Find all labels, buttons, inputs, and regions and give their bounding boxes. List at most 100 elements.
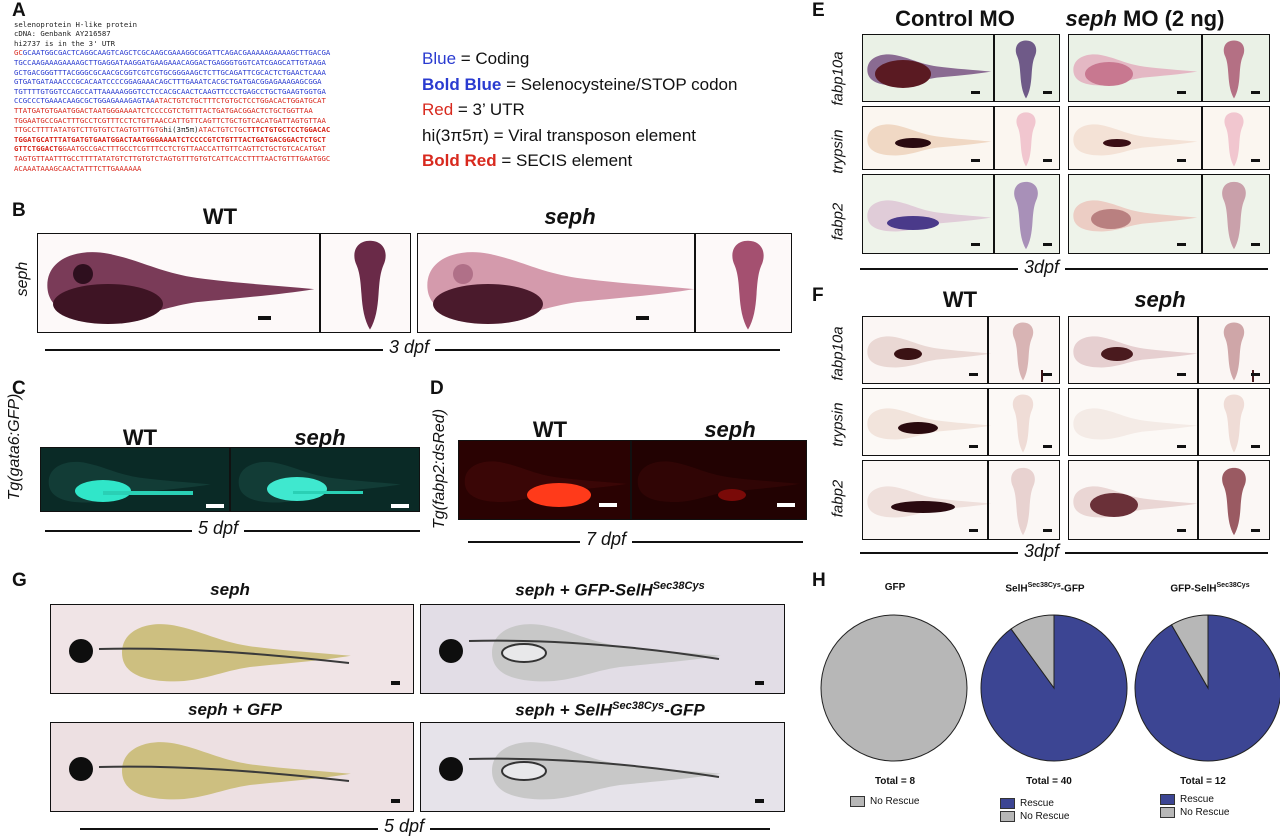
color-legend: Blue = Coding Bold Blue = Selenocysteine… <box>422 46 737 174</box>
legend-row-1: Blue = Coding <box>422 49 530 68</box>
h-total-3: Total = 12 <box>1180 776 1226 787</box>
legend-row-4: hi(3π5π) = Viral transposon element <box>422 125 697 145</box>
b-seph-side-embryo <box>418 236 698 324</box>
scale-bar <box>1177 243 1186 246</box>
g-frame-seph <box>50 604 414 694</box>
scale-bar <box>1043 91 1052 94</box>
panel-label-h: H <box>812 570 826 591</box>
panel-label-d: D <box>430 378 444 399</box>
scale-bar <box>969 373 978 376</box>
scale-bar <box>777 503 795 507</box>
scale-bar <box>1177 445 1186 448</box>
scale-bar <box>1043 529 1052 532</box>
e-stage-label: 3dpf <box>1018 257 1066 278</box>
f-wt-title: WT <box>942 287 978 312</box>
pie-slice-2-no-rescue <box>1010 614 1055 690</box>
e-ctrl-fabp10a <box>862 34 1060 102</box>
b-frame-seph <box>417 233 792 333</box>
d-seph-embryo <box>632 443 802 518</box>
d-frame-wt <box>458 440 631 520</box>
b-frame-wt <box>37 233 411 333</box>
pie-slice-1-no-rescue <box>820 614 968 762</box>
e-control-title: Control MO <box>895 6 1015 31</box>
scale-bar <box>1177 529 1186 532</box>
legend-row-3: Red = 3’ UTR <box>422 100 525 119</box>
d-frame-seph <box>631 440 807 520</box>
scale-bar <box>599 503 617 507</box>
scale-bar <box>636 316 649 320</box>
seq-blue-6: CCGCCCTGAAACAAGCGCTGGAGAAAGAGTAA <box>14 96 155 106</box>
f-seph-trypsin <box>1068 388 1270 456</box>
d-wt-title: WT <box>532 417 568 442</box>
f-row-label-1: fabp10a <box>829 326 847 381</box>
seq-blue-4: GTGATGATAAACCCGCACAATCCCCGGAGAAACAGCTTTG… <box>14 77 322 87</box>
seq-red-3: TGGAATGCCGACTTTGCCTCGTTTCCTCTGTTAACCATTG… <box>14 115 326 125</box>
e-mo-fabp2 <box>1068 174 1270 254</box>
scale-bar <box>258 316 271 320</box>
c-transgene-label: Tg(gata6:GFP) <box>6 393 23 501</box>
seq-red-9: GAATGCCGACTTTGCCTCGTTTCCTCTGTTAACCATTGTT… <box>62 144 326 154</box>
legend-row-5: Bold Red = SECIS element <box>422 151 633 170</box>
scale-bar <box>391 681 400 685</box>
d-seph-title: seph <box>704 417 756 442</box>
seq-red-10: TAGTGTTAATTTGCCTTTTATATGTCTTGTGTCTAGTGTT… <box>14 153 331 163</box>
b-row-label: seph <box>14 261 31 297</box>
d-wt-embryo <box>459 443 629 507</box>
scale-bar <box>1043 159 1052 162</box>
panel-label-a: A <box>12 0 26 21</box>
c-frame-wt <box>40 447 230 512</box>
g-frame-seph-selh-gfp <box>420 722 785 812</box>
c-wt-embryo <box>43 451 213 511</box>
f-row-label-2: trypsin <box>829 402 847 447</box>
panel-label-c: C <box>12 378 26 399</box>
scale-bar <box>969 445 978 448</box>
e-mo-trypsin <box>1068 106 1270 170</box>
f-wt-trypsin <box>862 388 1060 456</box>
f-stage-label: 3dpf <box>1018 541 1066 562</box>
scale-bar <box>1177 159 1186 162</box>
seq-transposon: hi(3π5π) <box>163 125 199 135</box>
g-title-4: seph + SelHSec38Cys-GFP <box>515 700 705 720</box>
h-total-2: Total = 40 <box>1026 776 1072 787</box>
scale-bar <box>1251 373 1260 376</box>
panel-label-f: F <box>812 285 824 306</box>
c-seph-title: seph <box>294 425 346 450</box>
legend-row-2: Bold Blue = Selenocysteine/STOP codon <box>422 74 738 94</box>
scale-bar <box>391 504 409 508</box>
f-seph-fabp10a <box>1068 316 1270 384</box>
scale-bar <box>1043 373 1052 376</box>
h-pie-charts <box>820 614 1280 762</box>
panel-label-e: E <box>812 0 825 21</box>
scale-bar <box>1251 243 1260 246</box>
scale-bar <box>1251 529 1260 532</box>
b-seph-title: seph <box>544 204 596 229</box>
g-stage-label: 5 dpf <box>378 816 431 837</box>
g-title-2: seph + GFP-SelHSec38Cys <box>515 580 705 600</box>
panel-label-b: B <box>12 200 26 221</box>
scale-bar <box>1043 445 1052 448</box>
seq-red-7: TGGATGCATTTATGATGTGAATGGACTAATGGGAAAATCT… <box>14 134 326 144</box>
seq-header-2: cDNA: Genbank AY216587 <box>14 29 111 39</box>
e-morpholino-title: seph MO (2 ng) <box>1065 6 1225 31</box>
e-ctrl-trypsin <box>862 106 1060 170</box>
h-pie-title-3: GFP-SelHSec38Cys <box>1170 582 1250 595</box>
h-pie-title-1: GFP <box>884 582 906 593</box>
b-seph-top-embryo <box>718 237 778 332</box>
c-seph-embryo <box>233 451 403 511</box>
seq-header-1: selenoprotein H-like protein <box>14 19 138 29</box>
panel-label-g: G <box>12 570 27 591</box>
scale-bar <box>391 799 400 803</box>
seq-header-3: hi2737 is in the 3' UTR <box>14 38 116 48</box>
g-frame-seph-gfp <box>50 722 414 812</box>
b-wt-title: WT <box>202 204 238 229</box>
scale-bar <box>755 681 764 685</box>
e-row-label-2: trypsin <box>829 129 847 174</box>
b-wt-top-embryo <box>340 237 400 332</box>
scale-bar <box>755 799 764 803</box>
seq-red-6: TTTCTGTGCTCCTGGACAC <box>246 125 331 135</box>
seq-red-8: GTTCTGGACTG <box>14 144 63 154</box>
c-stage-label: 5 dpf <box>192 518 245 539</box>
scale-bar <box>1251 445 1260 448</box>
